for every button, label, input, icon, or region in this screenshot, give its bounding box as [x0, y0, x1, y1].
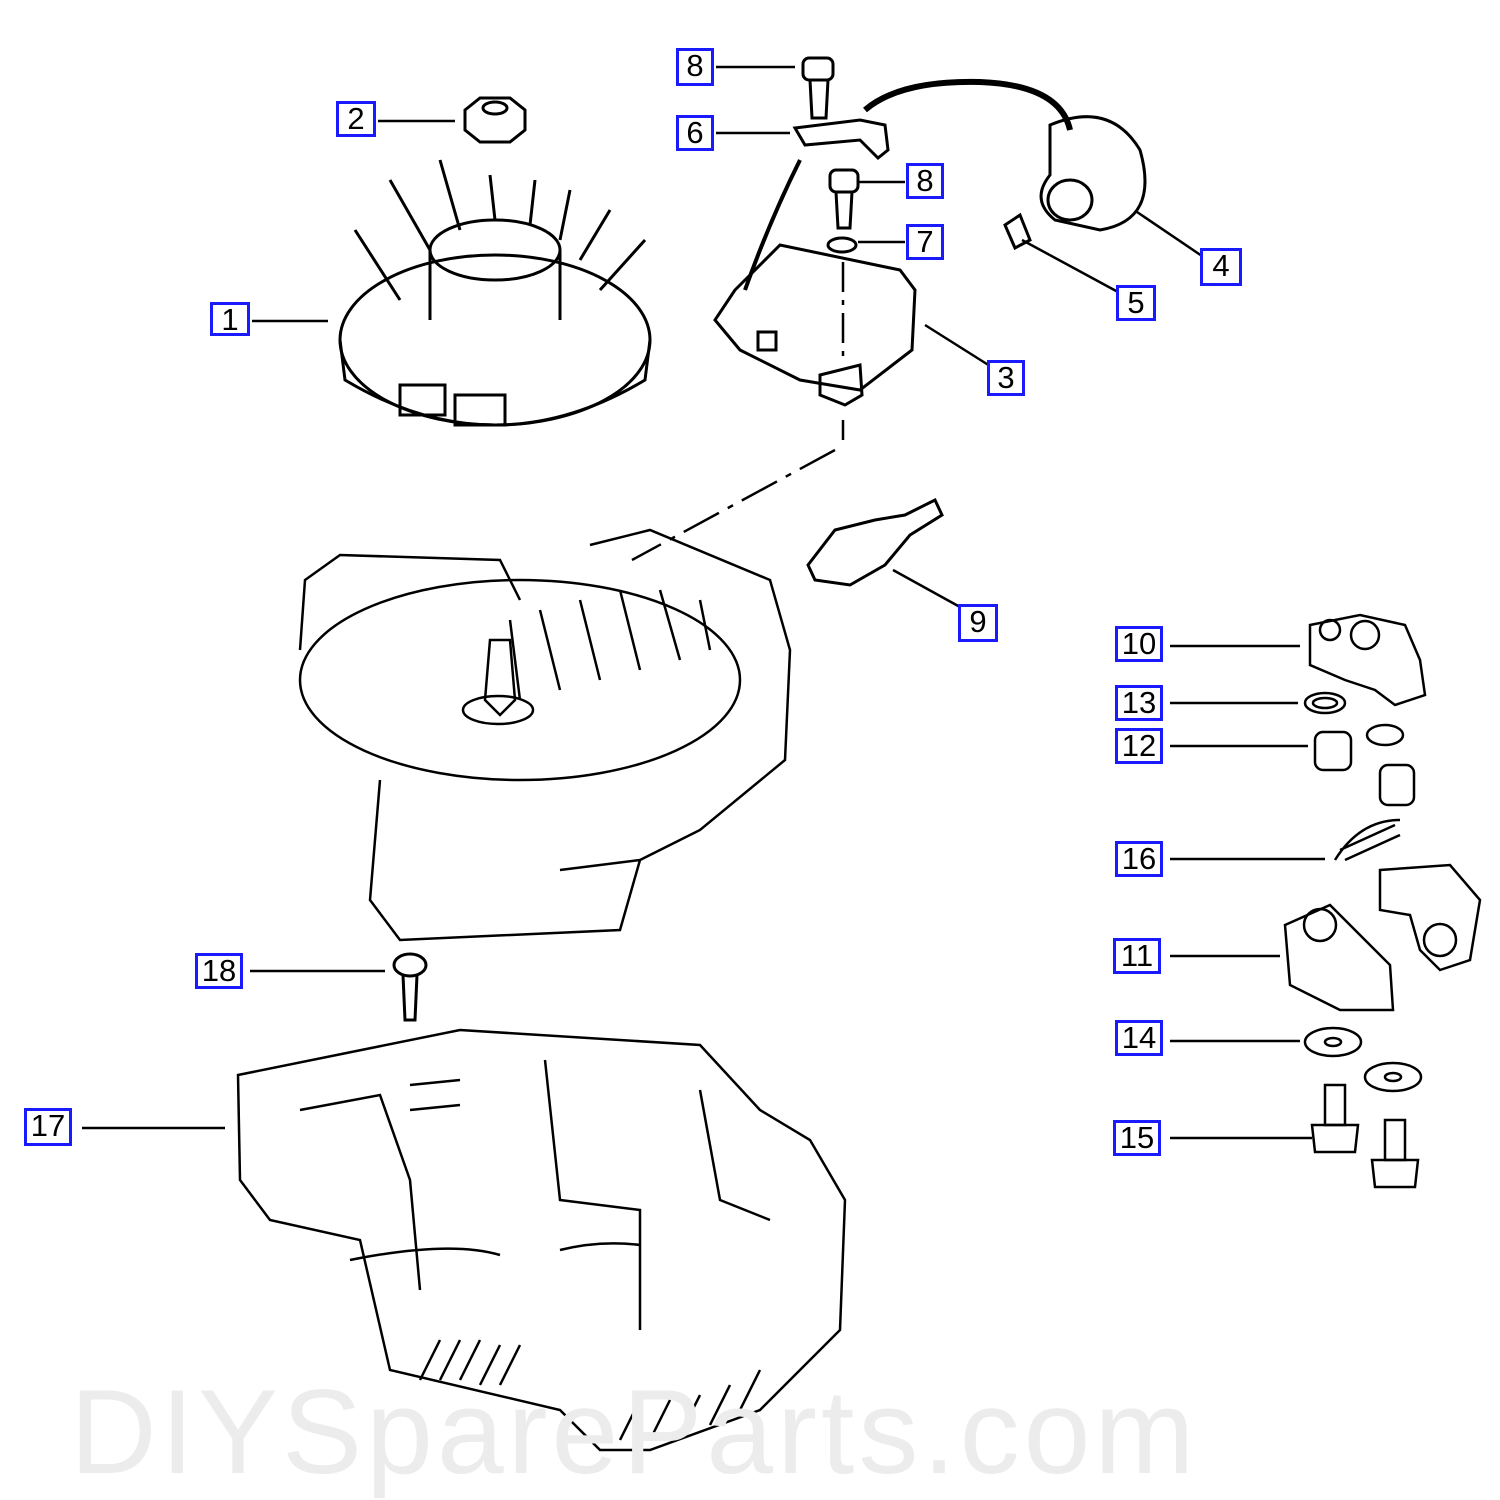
- nut-part: [463, 96, 527, 144]
- leader-lines: [82, 65, 1325, 1140]
- callout-8-upper[interactable]: 8: [676, 48, 714, 86]
- callout-16[interactable]: 16: [1115, 841, 1163, 877]
- callout-7[interactable]: 7: [906, 224, 944, 260]
- callout-10[interactable]: 10: [1115, 626, 1163, 662]
- callout-15[interactable]: 15: [1113, 1120, 1161, 1156]
- callout-13[interactable]: 13: [1115, 685, 1163, 721]
- callout-14[interactable]: 14: [1115, 1020, 1163, 1056]
- engine-housing-part: [298, 528, 792, 942]
- clutch-parts: [1283, 613, 1482, 1189]
- callout-5[interactable]: 5: [1116, 285, 1156, 321]
- shroud-part: [236, 1028, 847, 1452]
- screw-parts: [801, 56, 860, 254]
- callout-8-lower[interactable]: 8: [906, 163, 944, 199]
- callout-6[interactable]: 6: [676, 115, 714, 151]
- callout-18[interactable]: 18: [195, 953, 243, 989]
- callout-12[interactable]: 12: [1115, 728, 1163, 764]
- callout-3[interactable]: 3: [987, 360, 1025, 396]
- boot-part: [1003, 115, 1147, 251]
- callout-2[interactable]: 2: [336, 101, 376, 137]
- callout-4[interactable]: 4: [1200, 248, 1242, 286]
- watermark: DIYSpareParts.com: [70, 1365, 1199, 1499]
- callout-9[interactable]: 9: [958, 604, 998, 642]
- spark-plug-part: [806, 497, 944, 587]
- callout-1[interactable]: 1: [210, 302, 250, 336]
- callout-11[interactable]: 11: [1113, 938, 1161, 974]
- fan-part: [338, 159, 652, 427]
- ignition-module-part: [713, 243, 917, 407]
- screw-18-part: [392, 952, 428, 1022]
- callout-17[interactable]: 17: [24, 1108, 72, 1146]
